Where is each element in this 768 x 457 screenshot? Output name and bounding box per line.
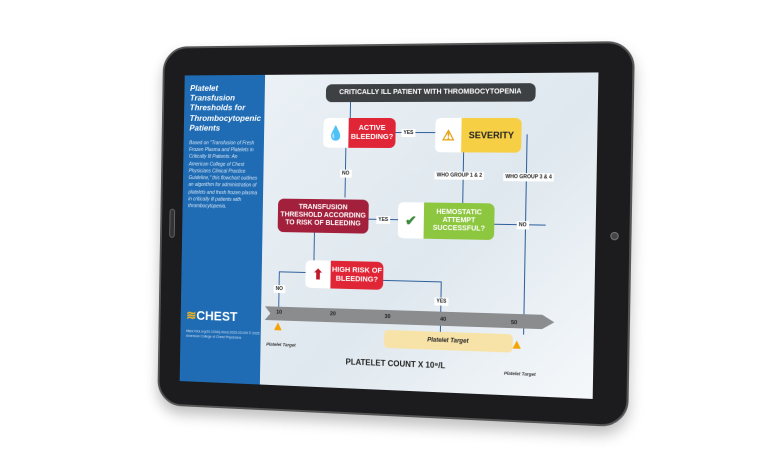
label-yes: YES (401, 129, 415, 137)
warning-icon: ⚠ (435, 118, 462, 152)
blood-drop-icon: 💧 (323, 118, 349, 148)
label-who-3-4: WHO GROUP 3 & 4 (503, 173, 554, 182)
label-yes: YES (434, 297, 448, 305)
label-who-1-2: WHO GROUP 1 & 2 (435, 171, 485, 180)
transfusion-threshold-node: TRANSFUSION THRESHOLD ACCORDING TO RISK … (278, 199, 369, 234)
label-no: NO (274, 285, 285, 293)
tablet-screen: Platelet Transfusion Thresholds for Thro… (180, 72, 599, 399)
start-node: CRITICALLY ILL PATIENT WITH THROMBOCYTOP… (326, 83, 536, 102)
hemostatic-node: ✔HEMOSTATIC ATTEMPT SUCCESSFUL? (398, 202, 495, 240)
risk-blood-icon: ⬆ (305, 260, 331, 288)
platelet-target-10: Platelet Target (266, 342, 295, 348)
checkmark-icon: ✔ (398, 202, 424, 239)
target-arrow-icon (274, 322, 282, 330)
sidebar-title: Platelet Transfusion Thresholds for Thro… (189, 83, 259, 133)
camera-icon (610, 232, 619, 240)
sidebar-description: Based on "Transfusion of Fresh Frozen Pl… (188, 140, 258, 211)
chest-logo: ≋CHEST (186, 308, 237, 325)
platelet-target-50: Platelet Target (504, 371, 536, 377)
label-no: NO (340, 170, 351, 178)
sidebar: Platelet Transfusion Thresholds for Thro… (180, 75, 265, 385)
tick-50: 50 (511, 320, 517, 326)
high-risk-node: ⬆HIGH RISK OF BLEEDING? (305, 260, 383, 290)
target-arrow-icon (513, 340, 521, 348)
label-yes: YES (376, 216, 390, 224)
platelet-target-band: Platelet Target (384, 330, 513, 353)
chest-logo-icon: ≋ (186, 308, 196, 323)
tick-30: 30 (384, 314, 390, 320)
axis-label: PLATELET COUNT X 10⁹/L (346, 357, 446, 370)
tick-10: 10 (276, 310, 282, 316)
citation: https://doi.org/10.1016/j.chest.2025.03.… (186, 329, 261, 341)
tick-40: 40 (440, 317, 446, 323)
home-button[interactable] (169, 209, 175, 238)
tick-20: 20 (330, 311, 336, 317)
label-no: NO (517, 221, 529, 229)
tablet-device: Platelet Transfusion Thresholds for Thro… (157, 41, 635, 428)
active-bleeding-node: 💧ACTIVE BLEEDING? (323, 118, 396, 148)
severity-node: ⚠SEVERITY (435, 118, 522, 153)
